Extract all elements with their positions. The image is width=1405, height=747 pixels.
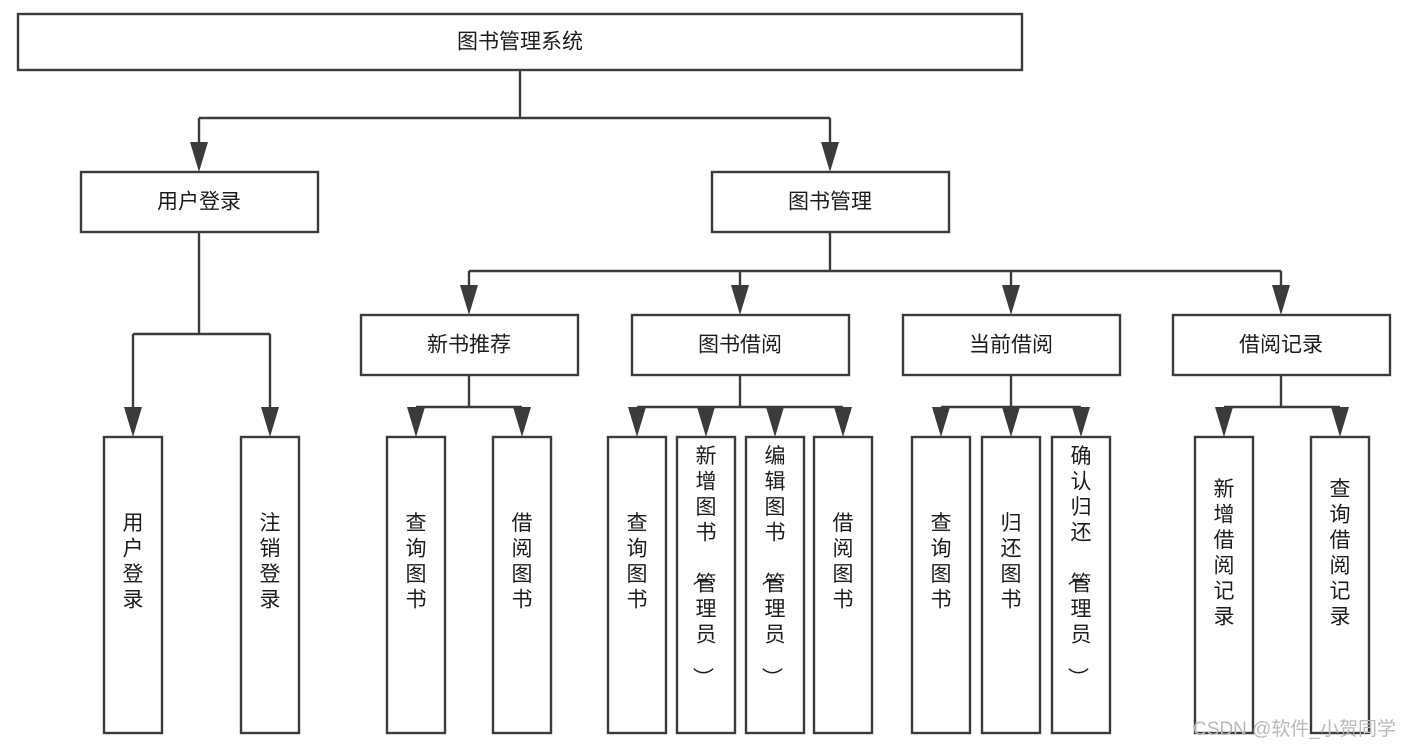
node-book-borrow[interactable]: 图书借阅 (630, 313, 851, 377)
node-root-box[interactable] (16, 12, 1024, 72)
node-leaf-query-record-box[interactable] (1309, 435, 1371, 735)
node-book-manage-box[interactable] (710, 170, 951, 234)
arrow-head-leaf-add-record (1215, 407, 1233, 437)
node-leaf-borrow-book-2-label: 借阅图书 (833, 512, 854, 612)
arrow-head-user-login (190, 142, 208, 172)
node-leaf-query-book-3-box[interactable] (910, 435, 972, 735)
node-root-label: 图书管理系统 (457, 31, 583, 54)
node-leaf-query-book-2-box[interactable] (606, 435, 668, 735)
arrow-head-leaf-confirm-return (1072, 407, 1090, 437)
node-leaf-confirm-return-box[interactable] (1050, 435, 1112, 735)
node-leaf-add-book[interactable]: 新增图书（管理员） (675, 435, 737, 735)
node-book-borrow-box[interactable] (630, 313, 851, 377)
node-leaf-logout-box[interactable] (239, 435, 301, 735)
node-book-manage[interactable]: 图书管理 (710, 170, 951, 234)
node-leaf-add-record-box[interactable] (1193, 435, 1255, 735)
node-leaf-edit-book-label: 编辑图书（管理员） (760, 445, 786, 688)
node-leaf-add-record[interactable]: 新增借阅记录 (1193, 435, 1255, 735)
node-leaf-borrow-book-2[interactable]: 借阅图书 (812, 435, 874, 735)
node-current-borrow-label: 当前借阅 (969, 334, 1053, 357)
node-new-book-rec-label: 新书推荐 (427, 334, 511, 357)
node-leaf-confirm-return-label: 确认归还（管理员） (1066, 445, 1092, 688)
node-root[interactable]: 图书管理系统 (16, 12, 1024, 72)
node-leaf-add-book-box[interactable] (675, 435, 737, 735)
node-borrow-record[interactable]: 借阅记录 (1171, 313, 1392, 377)
arrow-head-borrow-record (1272, 285, 1290, 315)
connector-layer (124, 70, 1349, 437)
arrow-head-book-borrow (731, 285, 749, 315)
arrow-head-leaf-edit-book (766, 407, 784, 437)
node-user-login-label: 用户登录 (157, 191, 241, 214)
csdn-watermark: CSDN @软件_小贺同学 (1193, 718, 1396, 740)
arrow-head-current-borrow (1002, 285, 1020, 315)
node-leaf-return-book-box[interactable] (980, 435, 1042, 735)
node-leaf-user-login[interactable]: 用户登录 (102, 435, 164, 735)
node-leaf-add-record-label: 新增借阅记录 (1214, 478, 1235, 629)
node-leaf-query-record-label: 查询借阅记录 (1330, 478, 1351, 629)
arrow-head-leaf-query-book-3 (932, 407, 950, 437)
arrow-head-leaf-borrow-book-1 (513, 407, 531, 437)
node-current-borrow-box[interactable] (901, 313, 1122, 377)
node-leaf-query-book-1-box[interactable] (385, 435, 447, 735)
node-leaf-user-login-box[interactable] (102, 435, 164, 735)
node-user-login[interactable]: 用户登录 (79, 170, 320, 234)
node-leaf-query-book-1-label: 查询图书 (406, 512, 427, 612)
node-leaf-add-book-label: 新增图书（管理员） (691, 445, 717, 688)
node-current-borrow[interactable]: 当前借阅 (901, 313, 1122, 377)
node-leaf-query-record[interactable]: 查询借阅记录 (1309, 435, 1371, 735)
node-borrow-record-box[interactable] (1171, 313, 1392, 377)
node-book-manage-label: 图书管理 (788, 191, 872, 214)
node-leaf-query-book-2-label: 查询图书 (627, 512, 648, 612)
node-leaf-user-login-label: 用户登录 (123, 512, 144, 612)
arrow-head-leaf-return-book (1002, 407, 1020, 437)
node-leaf-query-book-2[interactable]: 查询图书 (606, 435, 668, 735)
arrow-head-book-manage (821, 142, 839, 172)
node-leaf-borrow-book-2-box[interactable] (812, 435, 874, 735)
arrow-head-leaf-borrow-book-2 (834, 407, 852, 437)
node-new-book-rec[interactable]: 新书推荐 (359, 313, 580, 377)
node-user-login-box[interactable] (79, 170, 320, 234)
arrow-head-leaf-logout (261, 407, 279, 437)
arrow-head-leaf-query-book-2 (628, 407, 646, 437)
node-leaf-borrow-book-1[interactable]: 借阅图书 (491, 435, 553, 735)
node-leaf-logout[interactable]: 注销登录 (239, 435, 301, 735)
arrow-head-leaf-query-book-1 (407, 407, 425, 437)
node-leaf-confirm-return[interactable]: 确认归还（管理员） (1050, 435, 1112, 735)
node-borrow-record-label: 借阅记录 (1239, 334, 1323, 357)
node-leaf-return-book[interactable]: 归还图书 (980, 435, 1042, 735)
node-leaf-query-book-3-label: 查询图书 (931, 512, 952, 612)
arrow-head-new-book-rec (460, 285, 478, 315)
node-leaf-query-book-1[interactable]: 查询图书 (385, 435, 447, 735)
node-leaf-edit-book[interactable]: 编辑图书（管理员） (744, 435, 806, 735)
node-leaf-logout-label: 注销登录 (260, 512, 281, 612)
arrow-head-leaf-user-login (124, 407, 142, 437)
node-leaf-return-book-label: 归还图书 (1001, 512, 1022, 612)
arrow-head-leaf-add-book (697, 407, 715, 437)
node-leaf-borrow-book-1-box[interactable] (491, 435, 553, 735)
node-leaf-query-book-3[interactable]: 查询图书 (910, 435, 972, 735)
node-new-book-rec-box[interactable] (359, 313, 580, 377)
node-book-borrow-label: 图书借阅 (698, 334, 782, 357)
node-leaf-edit-book-box[interactable] (744, 435, 806, 735)
arrow-head-leaf-query-record (1331, 407, 1349, 437)
node-leaf-borrow-book-1-label: 借阅图书 (512, 512, 533, 612)
